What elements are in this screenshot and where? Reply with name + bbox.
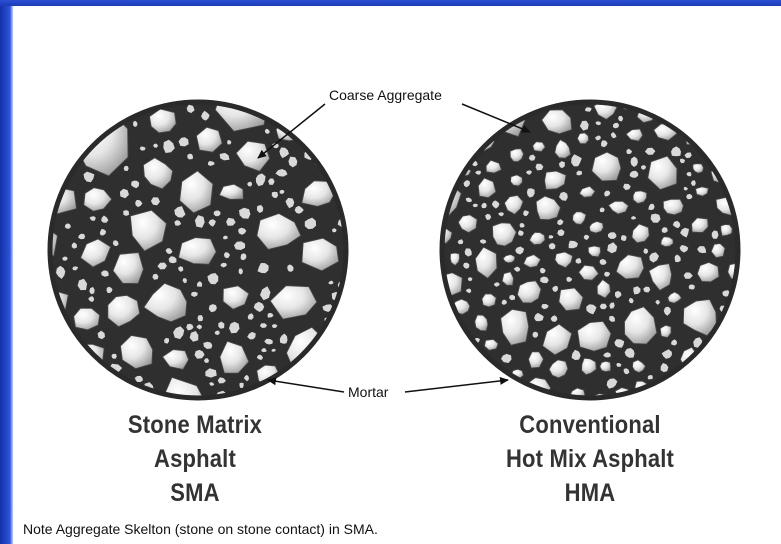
hma-fine-particle (689, 285, 695, 290)
hma-stone (577, 133, 588, 144)
hma-title-line1: Conventional (484, 408, 695, 442)
sma-title-line3: SMA (107, 476, 283, 510)
sma-title-line2: Asphalt (107, 442, 283, 476)
mortar-arrow-left (268, 380, 344, 392)
hma-stone (663, 199, 683, 215)
hma-stone (511, 175, 523, 186)
mortar-arrow-right (405, 380, 508, 392)
sma-stone (74, 308, 100, 330)
hma-title: Conventional Hot Mix Asphalt HMA (484, 408, 695, 510)
hma-stone (482, 294, 496, 307)
hma-title-line3: HMA (484, 476, 695, 510)
footnote: Note Aggregate Skelton (stone on stone c… (23, 521, 378, 537)
coarse-aggregate-label: Coarse Aggregate (329, 87, 442, 103)
mortar-label: Mortar (348, 384, 388, 400)
hma-stone (721, 225, 733, 237)
hma-title-line2: Hot Mix Asphalt (484, 442, 695, 476)
hma-stone (600, 361, 611, 372)
hma-stone (697, 262, 719, 281)
sma-cross-section (24, 82, 348, 426)
sma-title: Stone Matrix Asphalt SMA (107, 408, 283, 510)
sma-title-line1: Stone Matrix (107, 408, 283, 442)
hma-cross-section (429, 96, 749, 410)
